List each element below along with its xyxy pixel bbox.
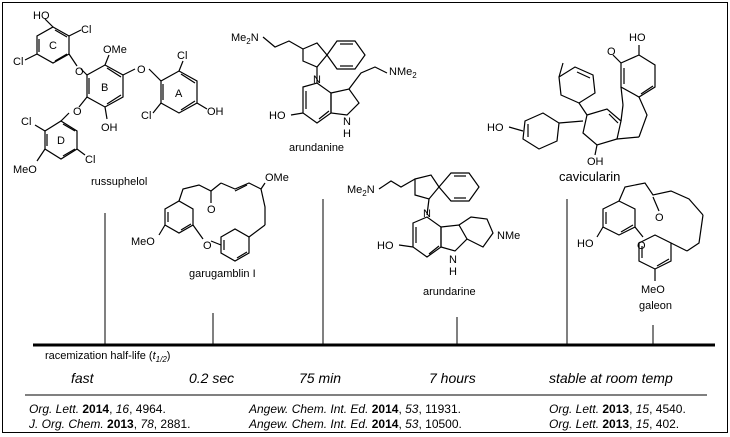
- arundanine-structure: [262, 36, 388, 124]
- timeline-label: racemization half-life (t1/2): [45, 350, 170, 364]
- reference-4: Angew. Chem. Int. Ed. 2014, 53, 10500.: [248, 417, 462, 431]
- arundarine-structure: [378, 172, 494, 258]
- category-fast: fast: [71, 370, 95, 386]
- russuphelol-cl3-label: Cl: [177, 50, 187, 62]
- russuphelol-oh-b-label: OH: [101, 122, 118, 134]
- arundarine-ho-label: HO: [377, 240, 394, 252]
- arundanine-me2n-label: Me2N: [231, 32, 259, 46]
- russuphelol-cl4-label: Cl: [141, 110, 151, 122]
- arundarine-n-indole-label: N: [423, 208, 431, 220]
- arundanine-name: arundanine: [289, 142, 344, 154]
- galeon-name: galeon: [639, 300, 672, 312]
- russuphelol-ome-label: OMe: [103, 44, 127, 56]
- arundarine-me2n-label: Me2N: [347, 184, 375, 198]
- galeon-meo-label: MeO: [641, 284, 665, 296]
- category-7-hours: 7 hours: [429, 370, 476, 386]
- russuphelol-o2-label: O: [137, 64, 146, 76]
- russuphelol-cl1-label: Cl: [81, 24, 91, 36]
- reference-1: Org. Lett. 2014, 16, 4964.: [29, 402, 166, 416]
- cavicularin-o-bridge-label: O: [607, 46, 616, 58]
- galeon-ho-label: HO: [577, 238, 594, 250]
- category-stable: stable at room temp: [549, 370, 673, 386]
- galeon-o-keto-label: O: [655, 212, 664, 224]
- russuphelol-name: russuphelol: [91, 176, 147, 188]
- russuphelol-ring-a-label: A: [175, 88, 183, 100]
- cavicularin-ho-left-label: HO: [487, 122, 504, 134]
- galeon-structure: [596, 182, 704, 281]
- russuphelol-ring-d-label: D: [57, 135, 65, 147]
- reference-3: Angew. Chem. Int. Ed. 2014, 53, 11931.: [248, 402, 461, 416]
- garugamblin-structure: [158, 182, 266, 262]
- russuphelol-o3-label: O: [73, 106, 82, 118]
- figure-canvas: HO Cl Cl O OMe O Cl C B A OH Cl O OH Cl …: [13, 10, 715, 431]
- arundanine-h-label: H: [343, 128, 351, 140]
- garugamblin-name: garugamblin I: [189, 268, 256, 280]
- cavicularin-ho-top-label: HO: [629, 32, 646, 44]
- category-0-2-sec: 0.2 sec: [189, 370, 234, 386]
- russuphelol-structure: [24, 18, 208, 162]
- arundarine-nh-label: N: [449, 254, 457, 266]
- russuphelol-ho-label: HO: [33, 10, 50, 22]
- garugamblin-o-bridge-label: O: [203, 240, 212, 252]
- arundanine-nh-label: N: [343, 116, 351, 128]
- cavicularin-oh-bottom-label: OH: [587, 156, 604, 168]
- cavicularin-structure: [508, 45, 656, 156]
- arundanine-n-indole-label: N: [313, 74, 321, 86]
- garugamblin-ome-label: OMe: [265, 172, 289, 184]
- arundarine-nme-label: NMe: [497, 230, 520, 242]
- arundarine-h-label: H: [449, 266, 457, 278]
- reference-6: Org. Lett. 2013, 15, 402.: [549, 417, 679, 431]
- reference-5: Org. Lett. 2013, 15, 4540.: [549, 402, 686, 416]
- cavicularin-name: cavicularin: [559, 169, 620, 184]
- russuphelol-ring-b-label: B: [101, 82, 108, 94]
- garugamblin-o-keto-label: O: [207, 204, 216, 216]
- russuphelol-oh-a-label: OH: [207, 106, 224, 118]
- russuphelol-meo-label: MeO: [13, 164, 37, 176]
- arundarine-name: arundarine: [423, 286, 476, 298]
- galeon-o-bridge-label: O: [637, 240, 646, 252]
- category-75-min: 75 min: [299, 370, 341, 386]
- russuphelol-ring-c-label: C: [49, 40, 57, 52]
- arundanine-nme2-label: NMe2: [389, 66, 417, 80]
- russuphelol-o1-label: O: [75, 66, 84, 78]
- russuphelol-cl5-label: Cl: [21, 116, 31, 128]
- arundanine-ho-label: HO: [269, 110, 286, 122]
- russuphelol-cl6-label: Cl: [85, 154, 95, 166]
- garugamblin-meo-label: MeO: [131, 236, 155, 248]
- reference-2: J. Org. Chem. 2013, 78, 2881.: [28, 417, 190, 431]
- russuphelol-cl2-label: Cl: [13, 56, 23, 68]
